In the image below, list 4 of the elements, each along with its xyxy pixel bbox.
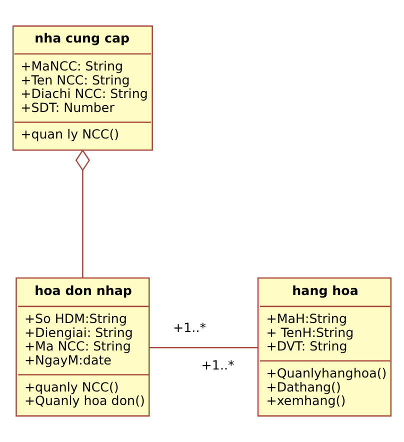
label: +1..* <box>173 320 206 336</box>
label: +1..* <box>201 357 234 372</box>
connector <box>149 346 258 348</box>
connector <box>75 149 90 278</box>
